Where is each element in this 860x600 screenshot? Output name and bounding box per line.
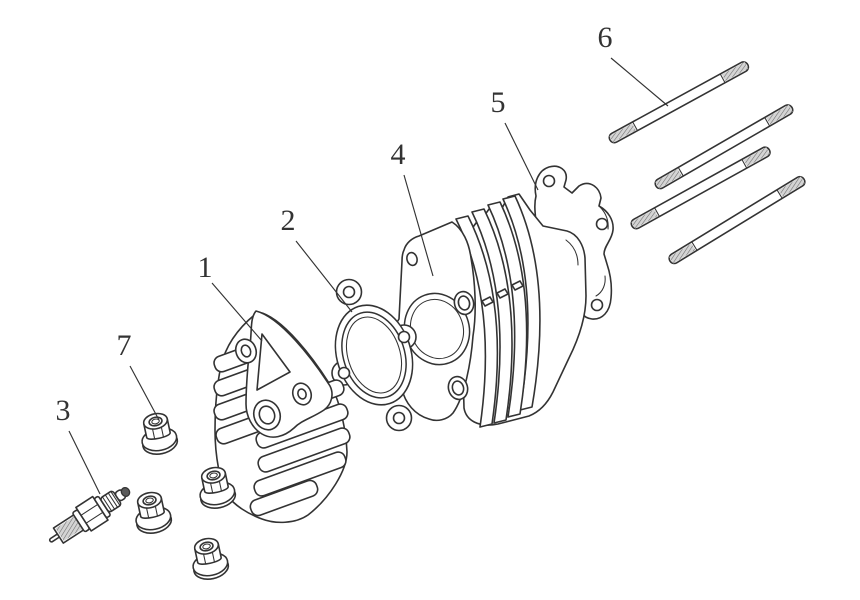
cylinder-head [213,310,351,524]
gasket-bolt-hole [392,411,406,425]
callout-2-label: 2 [281,204,296,237]
callout-6-label: 6 [598,21,613,54]
callout-6: 6 [598,21,669,107]
callout-7-leader [129,365,160,421]
gasket-bolt-hole [542,174,556,188]
spark-plug-terminal [120,486,131,497]
cylinder-bolt-hole [406,251,418,267]
combustion-chamber-mark [256,333,291,391]
gasket-bolt-hole [342,285,356,299]
cylinder-bolt-hole [457,295,471,311]
callout-4: 4 [391,138,434,277]
cylinder-head-gasket [331,278,417,432]
callout-1-leader [211,282,263,342]
stud-bolts-group [606,59,808,267]
callout-2-leader [295,240,353,313]
callout-6-leader [610,57,669,107]
callout-5-label: 5 [491,86,506,119]
callout-7-label: 7 [117,329,132,362]
spark-plug-hole [258,405,276,425]
gasket-bolt-hole [595,217,609,231]
callouts: 1 2 3 4 5 6 7 [56,21,669,495]
flange-nut-4 [187,534,232,583]
head-bolt-hole [297,388,307,400]
callout-3: 3 [56,394,101,495]
callout-4-leader [403,174,434,277]
callout-1: 1 [198,251,263,342]
spark-plug-threads [55,516,83,542]
spark-plug [48,486,131,544]
callout-7: 7 [117,329,160,421]
callout-5-leader [504,122,539,191]
cylinder-bolt-hole [451,380,465,396]
callout-5: 5 [491,86,539,191]
callout-4-label: 4 [391,138,406,171]
callout-2: 2 [281,204,353,313]
callout-1-label: 1 [198,251,213,284]
gasket-bolt-hole [397,330,411,344]
callout-3-leader [68,430,101,495]
callout-3-label: 3 [56,394,71,427]
cylinder [389,193,587,428]
gasket-bolt-hole [590,298,604,312]
head-bolt-hole [240,344,252,358]
flange-nut-3 [130,488,175,537]
gasket-bolt-hole [337,366,351,380]
